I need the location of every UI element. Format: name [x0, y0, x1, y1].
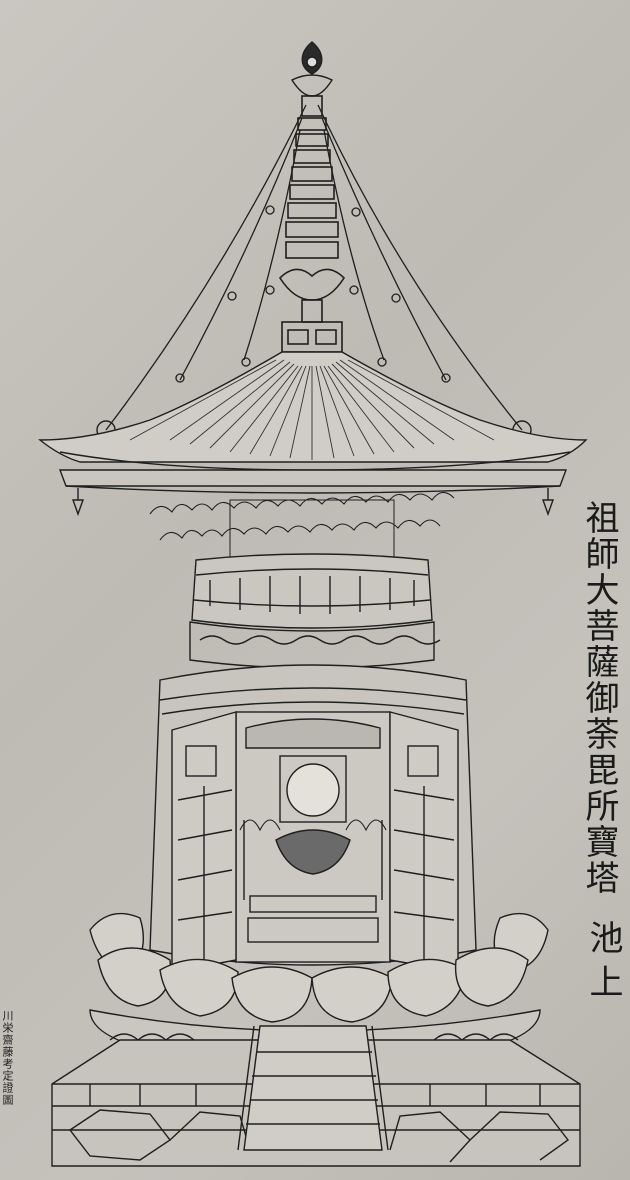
- foliage-band: [149, 491, 455, 561]
- chains: [105, 104, 523, 431]
- left-door: [171, 711, 237, 973]
- spire-rings: [278, 95, 346, 353]
- credit-inscription: 川栄齋藤考定證圖: [1, 1010, 14, 1106]
- title-inscription: 祖師大菩薩御荼毘所寶塔: [579, 500, 619, 896]
- shrine-interior: [235, 711, 391, 963]
- location-inscription: 池上: [583, 920, 623, 1008]
- staircase: [237, 1025, 389, 1151]
- roof: [38, 351, 588, 494]
- right-door: [389, 711, 459, 973]
- roof-ribs: [129, 359, 495, 460]
- upper-drum: [189, 553, 441, 669]
- finial-jewel: [290, 41, 334, 97]
